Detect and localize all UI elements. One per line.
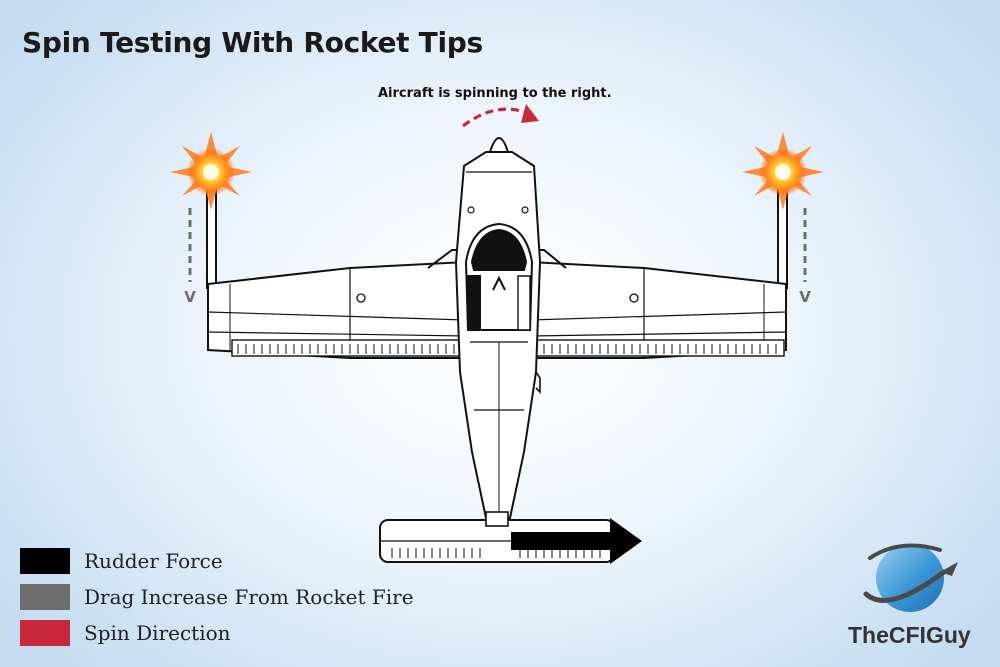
page-title: Spin Testing With Rocket Tips — [22, 26, 483, 59]
orbit-swoosh — [863, 569, 947, 603]
legend-item-spin-direction: Spin Direction — [20, 615, 414, 651]
legend-label: Drag Increase From Rocket Fire — [84, 585, 414, 609]
legend-swatch — [20, 548, 70, 574]
aircraft-wings — [207, 249, 787, 359]
brand-name: TheCFIGuy — [848, 622, 971, 648]
wing-flap-hatching — [231, 339, 785, 357]
left-drag-arrowhead: V — [184, 288, 196, 306]
brand-globe-logo — [863, 543, 958, 612]
legend: Rudder Force Drag Increase From Rocket F… — [20, 543, 414, 651]
left-rocket-flare — [170, 132, 252, 210]
spin-direction-arrow — [462, 104, 539, 128]
right-drag-arrowhead: V — [799, 288, 811, 306]
spin-direction-caption: Aircraft is spinning to the right. — [378, 86, 612, 101]
aircraft-fuselage — [454, 137, 542, 519]
globe-icon — [876, 544, 944, 612]
left-drag-arrow: V — [184, 208, 196, 306]
plane-icon — [940, 562, 958, 576]
right-rocket-flare — [742, 132, 824, 210]
rudder-force-arrow — [511, 518, 642, 564]
legend-label: Spin Direction — [84, 621, 231, 645]
right-drag-arrow: V — [799, 208, 811, 306]
legend-item-drag-increase: Drag Increase From Rocket Fire — [20, 579, 414, 615]
legend-item-rudder-force: Rudder Force — [20, 543, 414, 579]
legend-swatch — [20, 620, 70, 646]
legend-swatch — [20, 584, 70, 610]
legend-label: Rudder Force — [84, 549, 223, 573]
